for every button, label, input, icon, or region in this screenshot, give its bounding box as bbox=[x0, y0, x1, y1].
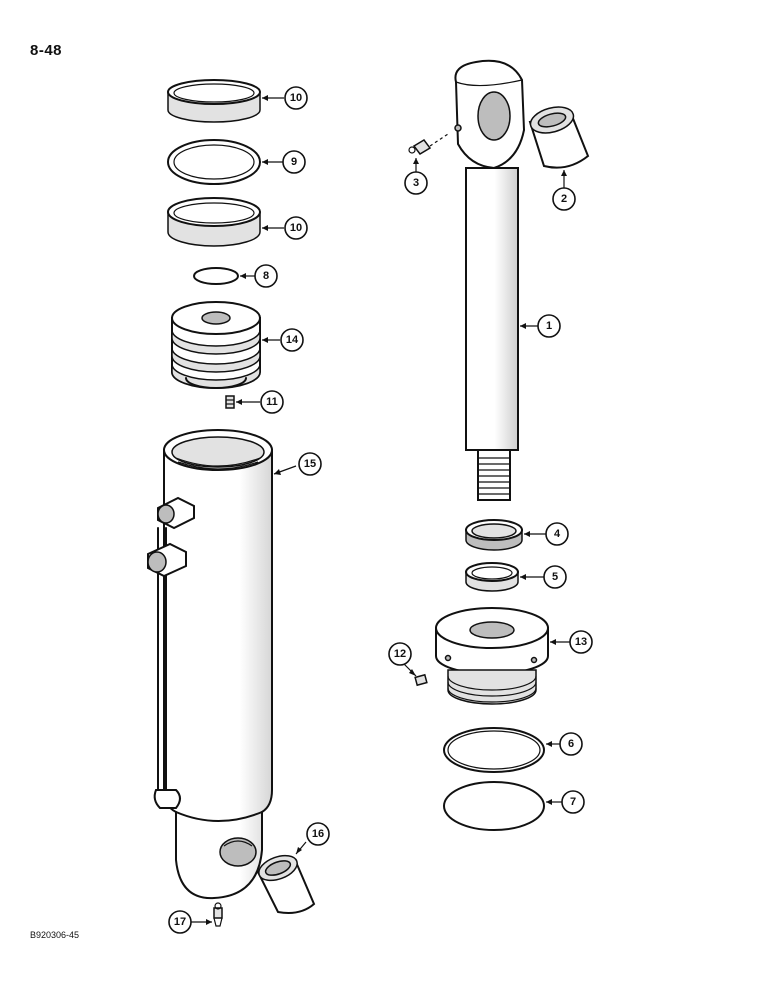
grease-fitting-rod bbox=[408, 133, 449, 155]
callout-6: 6 bbox=[559, 732, 583, 756]
callout-5: 5 bbox=[543, 565, 567, 589]
callout-8: 8 bbox=[254, 264, 278, 288]
figure-code: B920306-45 bbox=[30, 930, 80, 940]
callout-11: 11 bbox=[260, 390, 284, 414]
callout-13: 13 bbox=[569, 630, 593, 654]
svg-text:1: 1 bbox=[546, 320, 552, 332]
rod-bushing bbox=[528, 106, 590, 169]
callout-16: 16 bbox=[306, 822, 330, 846]
svg-text:10: 10 bbox=[290, 92, 302, 104]
piston bbox=[171, 301, 261, 389]
callout-1: 1 bbox=[537, 314, 561, 338]
set-screw bbox=[225, 395, 235, 409]
barrel-bushing bbox=[256, 854, 316, 914]
piston-seal-ring bbox=[167, 139, 261, 185]
rod-wiper bbox=[465, 562, 519, 592]
gland-set-screw bbox=[414, 673, 428, 687]
svg-text:13: 13 bbox=[575, 636, 587, 648]
callout-3: 3 bbox=[404, 171, 428, 195]
grease-fitting-barrel bbox=[213, 902, 223, 927]
svg-text:17: 17 bbox=[174, 916, 186, 928]
svg-text:11: 11 bbox=[266, 396, 278, 408]
callout-14: 14 bbox=[280, 328, 304, 352]
cylinder-barrel bbox=[147, 429, 273, 900]
page-number: 8-48 bbox=[30, 42, 63, 59]
svg-text:10: 10 bbox=[290, 222, 302, 234]
svg-text:12: 12 bbox=[394, 648, 406, 660]
callout-17: 17 bbox=[168, 910, 192, 934]
callout-9: 9 bbox=[282, 150, 306, 174]
svg-text:6: 6 bbox=[568, 738, 574, 750]
callout-10-bottom: 10 bbox=[284, 216, 308, 240]
svg-text:3: 3 bbox=[413, 177, 419, 189]
svg-text:14: 14 bbox=[286, 334, 299, 346]
gland-o-ring bbox=[443, 781, 545, 831]
callout-15: 15 bbox=[298, 452, 322, 476]
callout-10-top: 10 bbox=[284, 86, 308, 110]
svg-text:8: 8 bbox=[263, 270, 269, 282]
callout-2: 2 bbox=[552, 187, 576, 211]
svg-text:7: 7 bbox=[570, 796, 576, 808]
svg-text:4: 4 bbox=[554, 528, 561, 540]
callout-12: 12 bbox=[388, 642, 412, 666]
svg-text:5: 5 bbox=[552, 571, 558, 583]
piston-rod bbox=[454, 59, 526, 501]
callout-4: 4 bbox=[545, 522, 569, 546]
svg-text:9: 9 bbox=[291, 156, 297, 168]
piston-o-ring bbox=[193, 267, 239, 285]
callout-7: 7 bbox=[561, 790, 585, 814]
backup-ring bbox=[443, 727, 545, 773]
wear-ring-top bbox=[167, 79, 261, 123]
gland bbox=[435, 607, 549, 705]
svg-text:16: 16 bbox=[312, 828, 324, 840]
svg-text:15: 15 bbox=[304, 458, 316, 470]
wear-ring-bottom bbox=[167, 197, 261, 247]
rod-seal bbox=[465, 519, 523, 551]
svg-text:2: 2 bbox=[561, 193, 567, 205]
